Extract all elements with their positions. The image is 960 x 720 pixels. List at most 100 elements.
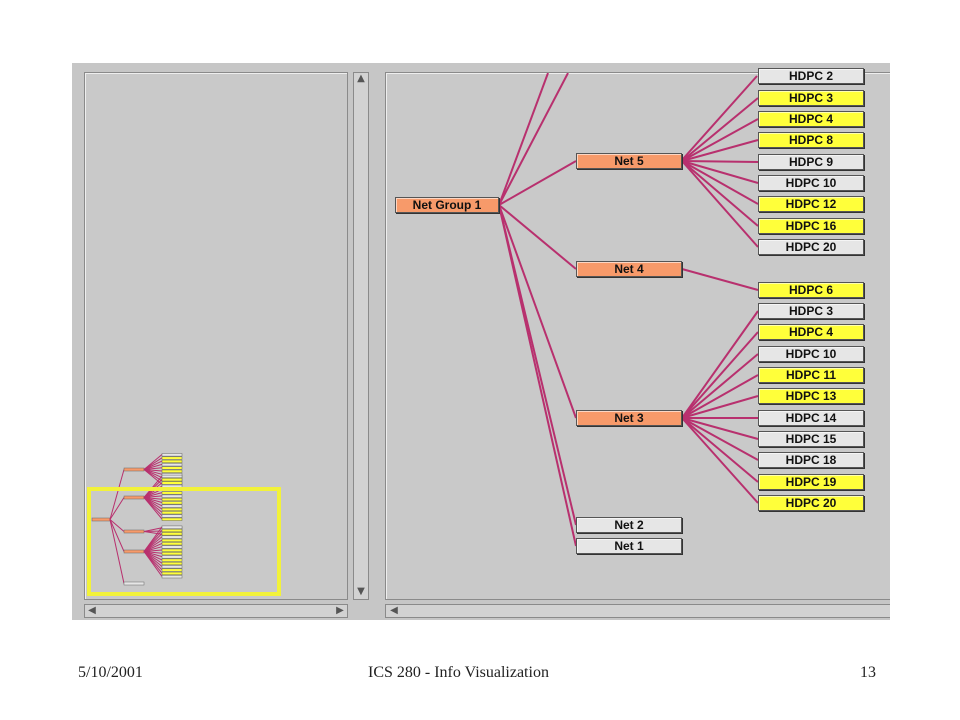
mini-node	[161, 548, 183, 552]
mini-node	[161, 491, 183, 495]
tree-link	[681, 160, 759, 184]
mini-link	[109, 519, 125, 532]
tree-node-hdpc[interactable]: HDPC 3	[758, 303, 864, 319]
tree-node-hdpc[interactable]: HDPC 4	[758, 111, 864, 127]
mini-node	[161, 565, 183, 569]
tree-link	[681, 75, 758, 161]
tree-node-hdpc[interactable]: HDPC 2	[758, 68, 864, 84]
mini-node	[161, 481, 183, 485]
tree-link	[681, 97, 759, 162]
mini-link	[109, 519, 125, 584]
mini-link	[109, 497, 125, 520]
tree-node-net[interactable]: Net 2	[576, 517, 682, 533]
tree-link	[681, 118, 759, 162]
mini-node	[161, 474, 183, 478]
tree-node-net[interactable]: Net 4	[576, 261, 682, 277]
tree-link	[681, 160, 759, 163]
mini-link	[143, 467, 163, 470]
tree-link	[681, 353, 759, 419]
mini-link	[109, 519, 125, 552]
mini-link	[143, 469, 163, 475]
scroll-left-icon[interactable]: ◀	[88, 605, 96, 616]
tree-link	[681, 268, 759, 291]
mini-node	[161, 514, 183, 518]
tree-link	[498, 204, 577, 270]
mini-node	[161, 542, 183, 546]
mini-node	[161, 453, 183, 457]
detail-horizontal-scrollbar[interactable]	[385, 604, 890, 618]
overview-viewport-rect[interactable]	[87, 487, 281, 596]
mini-link	[143, 495, 163, 498]
scroll-right-icon[interactable]: ▶	[336, 605, 344, 616]
overview-vertical-scrollbar[interactable]	[353, 72, 369, 600]
tree-node-hdpc[interactable]: HDPC 6	[758, 282, 864, 298]
mini-node	[161, 561, 183, 566]
mini-node	[161, 456, 183, 460]
page-number: 13	[860, 664, 876, 681]
tree-node-hdpc[interactable]: HDPC 15	[758, 431, 864, 447]
mini-link	[143, 546, 163, 552]
tree-link	[681, 160, 759, 227]
tree-link	[498, 73, 569, 206]
tree-node-hdpc[interactable]: HDPC 14	[758, 410, 864, 426]
tree-node-hdpc[interactable]: HDPC 9	[758, 154, 864, 170]
tree-link	[681, 160, 759, 248]
mini-node	[161, 459, 183, 463]
scroll-left-icon[interactable]: ◀	[390, 605, 398, 616]
mini-node	[161, 525, 183, 529]
tree-node-root[interactable]: Net Group 1	[395, 197, 499, 213]
tree-node-hdpc[interactable]: HDPC 10	[758, 346, 864, 362]
tree-node-hdpc[interactable]: HDPC 16	[758, 218, 864, 234]
tree-node-hdpc[interactable]: HDPC 19	[758, 474, 864, 490]
tree-node-hdpc[interactable]: HDPC 20	[758, 495, 864, 511]
mini-link	[143, 539, 163, 552]
tree-node-net[interactable]: Net 3	[576, 410, 682, 426]
mini-node	[161, 545, 183, 549]
tree-node-hdpc[interactable]: HDPC 10	[758, 175, 864, 191]
tree-node-hdpc[interactable]: HDPC 18	[758, 452, 864, 468]
tree-node-hdpc[interactable]: HDPC 12	[758, 196, 864, 212]
mini-node	[161, 466, 183, 470]
mini-node	[161, 494, 183, 498]
footer-date: 5/10/2001	[78, 664, 143, 681]
overview-horizontal-scrollbar[interactable]	[84, 604, 348, 618]
tree-link	[681, 310, 759, 419]
mini-link	[143, 460, 163, 470]
mini-node	[161, 507, 183, 511]
mini-node	[161, 511, 183, 515]
tree-node-hdpc[interactable]: HDPC 8	[758, 132, 864, 148]
mini-link	[143, 527, 163, 532]
tree-node-net[interactable]: Net 5	[576, 153, 682, 169]
tree-node-hdpc[interactable]: HDPC 13	[758, 388, 864, 404]
mini-link	[143, 542, 163, 552]
scroll-up-icon[interactable]: ▲	[357, 73, 365, 84]
mini-link	[109, 469, 125, 520]
overview-pane[interactable]	[84, 72, 348, 600]
tree-link	[498, 204, 577, 547]
tree-node-net[interactable]: Net 1	[576, 538, 682, 554]
tree-node-hdpc[interactable]: HDPC 11	[758, 367, 864, 383]
mini-node	[161, 575, 183, 579]
mini-node	[161, 504, 183, 508]
tree-node-hdpc[interactable]: HDPC 20	[758, 239, 864, 255]
mini-link	[143, 551, 163, 554]
tree-link	[681, 139, 759, 162]
mini-link	[143, 549, 163, 552]
mini-node	[161, 463, 183, 467]
tree-link	[681, 374, 759, 419]
mini-node	[161, 517, 183, 521]
mini-link	[143, 497, 163, 520]
mini-node	[161, 532, 183, 536]
tree-node-hdpc[interactable]: HDPC 3	[758, 90, 864, 106]
mini-link	[143, 551, 163, 577]
mini-node	[161, 535, 183, 539]
scroll-down-icon[interactable]: ▼	[357, 586, 365, 597]
mini-node	[161, 538, 183, 542]
mini-node	[123, 581, 145, 586]
tree-node-hdpc[interactable]: HDPC 4	[758, 324, 864, 340]
mini-node	[161, 501, 183, 505]
mini-link	[143, 469, 163, 472]
mini-node	[161, 571, 183, 575]
mini-node	[161, 558, 183, 562]
